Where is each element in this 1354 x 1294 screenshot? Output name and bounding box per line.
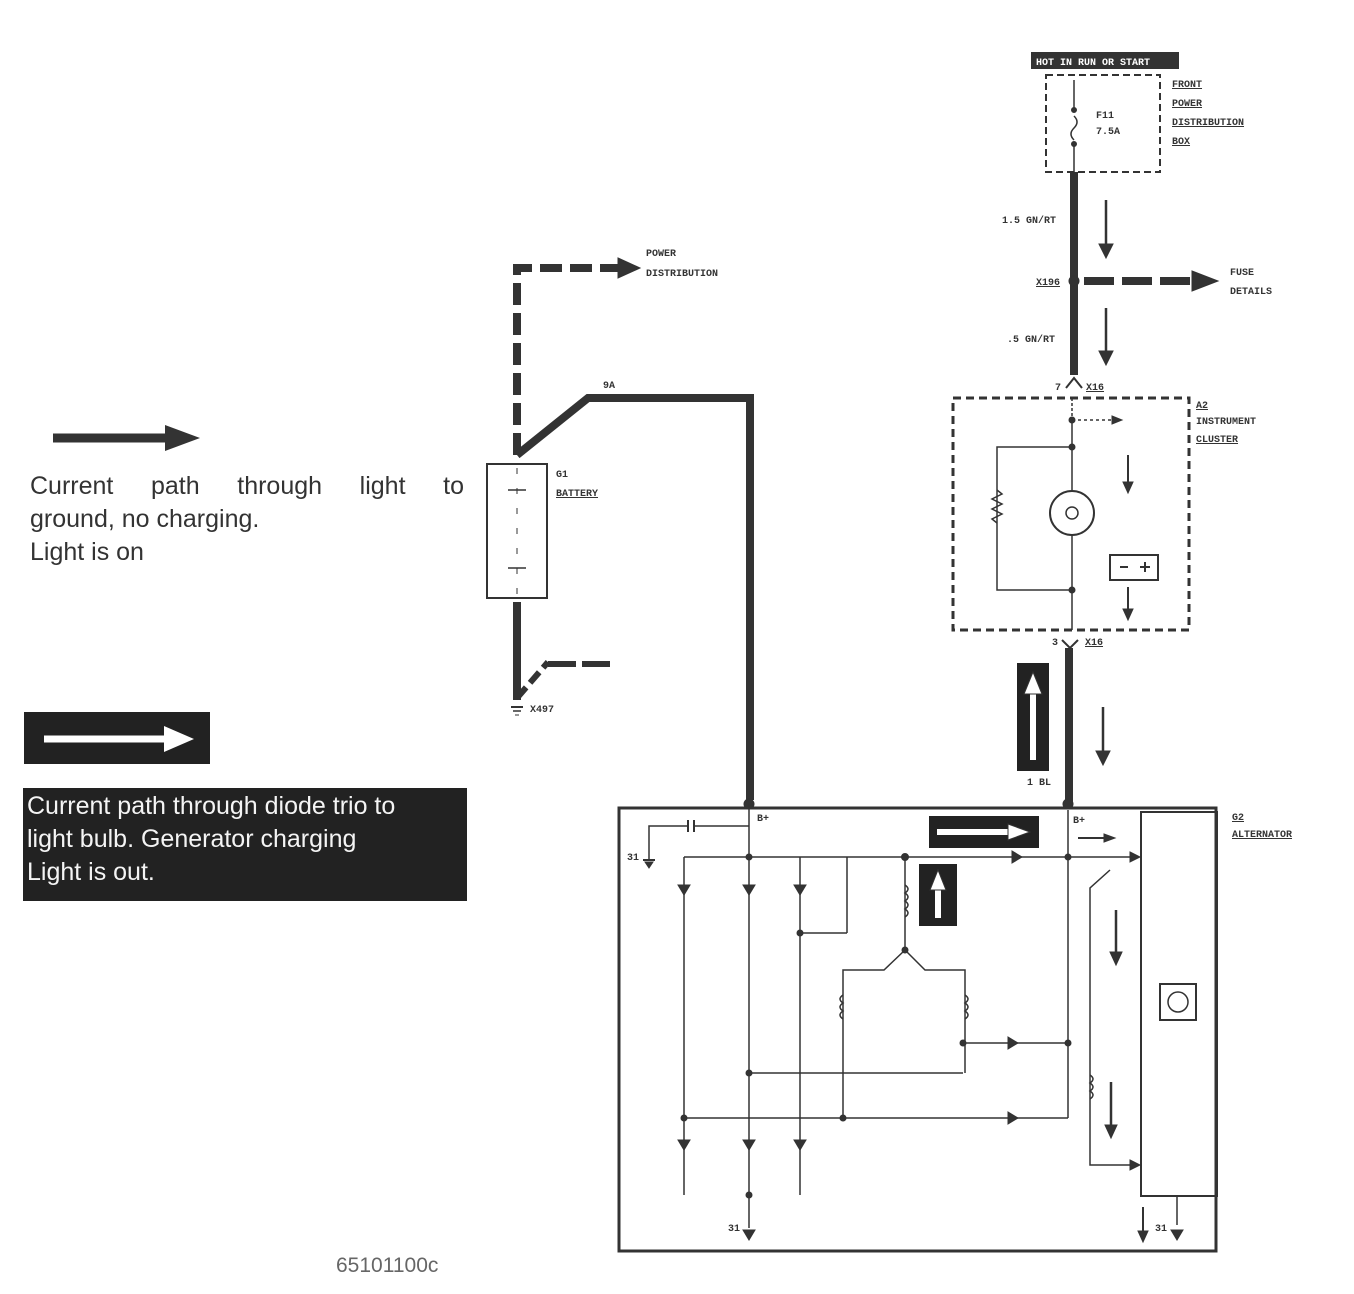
legend-light-line3: Light is out.: [27, 858, 155, 886]
legend-light-arrow: [44, 726, 194, 752]
hot-banner-bg: [1031, 52, 1179, 69]
cluster-label-1: A2: [1196, 401, 1208, 412]
fuse-details-label-2: DETAILS: [1230, 287, 1272, 298]
alternator-housing: [617, 806, 1218, 1253]
front-box-label-1: FRONT: [1172, 80, 1202, 91]
legend-light-description: Current path through diode trio to light…: [23, 788, 467, 901]
ground-31-bottom-label: 31: [728, 1224, 740, 1235]
connector-top-pin-label: 7: [1055, 383, 1061, 394]
battery-label-1: G1: [556, 470, 568, 481]
battery-symbol: [486, 463, 548, 599]
fuse-details-label-1: FUSE: [1230, 268, 1254, 279]
power-dist-label-2: DISTRIBUTION: [646, 269, 718, 280]
connector-bottom-label: X16: [1085, 638, 1103, 649]
terminal-b2-label: B+: [1073, 816, 1085, 827]
alternator-label-1: G2: [1232, 813, 1244, 824]
wire-9a-label: 9A: [603, 381, 615, 392]
front-box-label-3: DISTRIBUTION: [1172, 118, 1244, 129]
power-dist-label-1: POWER: [646, 249, 676, 260]
fuse-id-label: F11: [1096, 111, 1114, 122]
battery-label-2: BATTERY: [556, 489, 598, 500]
legend-dark-line2: ground, no charging.: [30, 505, 260, 533]
splice-x196: [1068, 275, 1080, 287]
legend-dark-line3: Light is on: [30, 538, 144, 566]
connector-top-label: X16: [1086, 383, 1104, 394]
legend-light-arrow-box: [24, 712, 210, 764]
legend-dark-line1: Current path through light to: [30, 472, 464, 500]
cluster-label-2: INSTRUMENT: [1196, 417, 1256, 428]
front-box-label-2: POWER: [1172, 99, 1202, 110]
legend-dark-description: Current path through light to ground, no…: [30, 470, 464, 569]
wire-top-label: 1.5 GN/RT: [1002, 215, 1056, 227]
terminal-b1-label: B+: [757, 814, 769, 825]
ground-31-right-label: 31: [1155, 1224, 1167, 1235]
hot-banner-label: HOT IN RUN OR START: [1036, 58, 1150, 69]
fuse-symbol: [1070, 115, 1078, 141]
wire-bottom-label: 1 BL: [1027, 778, 1051, 789]
splice-label: X196: [1036, 278, 1060, 289]
figure-id: 65101100c: [336, 1254, 439, 1277]
instrument-cluster-box: [951, 396, 1191, 632]
legend-dark-arrow: [53, 425, 200, 451]
alternator-label-2: ALTERNATOR: [1232, 830, 1292, 841]
front-box-label-4: BOX: [1172, 137, 1190, 148]
regulator-icon: [1159, 983, 1197, 1021]
legend-light-line1: Current path through diode trio to: [27, 792, 396, 820]
resistor-symbol: [990, 489, 1004, 524]
wire-9a: [514, 394, 754, 800]
cluster-label-3: CLUSTER: [1196, 435, 1238, 446]
voltage-regulator-box: [1140, 811, 1218, 1197]
charge-light-bulb-icon: [1049, 490, 1095, 536]
ground-battery-label: X497: [530, 705, 554, 716]
front-power-distribution-box: [1045, 74, 1161, 173]
ground-31-left-label: 31: [627, 853, 639, 864]
fuse-rating-label: 7.5A: [1096, 127, 1120, 138]
wire-mid-label: .5 GN/RT: [1007, 334, 1055, 346]
wire-power-distribution: [513, 264, 620, 455]
legend-light-line2: light bulb. Generator charging: [27, 825, 357, 853]
connector-bottom-pin-label: 3: [1052, 638, 1058, 649]
battery-warning-icon: [1109, 554, 1159, 581]
